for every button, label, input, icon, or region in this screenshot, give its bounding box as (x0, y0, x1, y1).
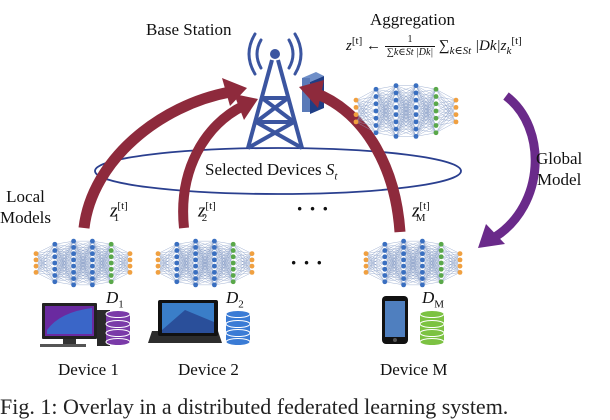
upload-arrow-device-1 (78, 86, 232, 229)
device-m-label: Device M (380, 360, 448, 379)
dataset-label-device-1: D1 (106, 288, 124, 310)
database-icon (225, 310, 251, 346)
tablet-icon (148, 300, 222, 343)
dataset-2-sub: 2 (238, 298, 244, 311)
aggregation-equation: z[t] ← 1 ∑k∈St |Dk| ∑k∈St |Dk|zk[t] (346, 34, 522, 59)
eq-sum-sub: k∈St (449, 44, 472, 57)
global-model-arrow (478, 92, 540, 248)
figure-caption: Fig. 1: Overlay in a distributed federat… (0, 394, 509, 419)
eq-arrow: ← (365, 37, 381, 54)
database-icon (105, 310, 131, 346)
dataset-1: D (106, 288, 119, 307)
dataset-label-device-m: DM (422, 288, 444, 310)
upload-var-m: z (412, 200, 420, 222)
upload-arrowhead-device-m (299, 80, 324, 108)
upload-var-device-1: z[t]1 (110, 200, 128, 225)
upload-var-2-sub: 2 (201, 212, 208, 225)
global-model-label: Global Model (536, 148, 582, 190)
upload-arrowhead-device-2 (234, 94, 258, 120)
local-models-label: Local Models (0, 186, 51, 228)
dataset-2: D (226, 288, 239, 307)
selected-devices-ellipse (94, 147, 462, 195)
eq-term-sup: [t] (511, 34, 522, 47)
local-model-network-device-m (363, 238, 463, 288)
eq-fraction: 1 ∑k∈St |Dk| (384, 34, 436, 59)
upload-var-2: z (198, 200, 206, 222)
upload-arrow-device-2 (178, 101, 246, 229)
local-models-label-line2: Models (0, 208, 51, 227)
base-station-label: Base Station (146, 20, 232, 39)
upload-arrowhead-device-1 (222, 78, 247, 106)
device-1-label: Device 1 (58, 360, 119, 379)
upload-var-2-sup: [t] (205, 200, 216, 212)
desktop-computer-icon (40, 303, 110, 347)
dataset-m-sub: M (434, 298, 445, 311)
upload-var-device-2: z[t]2 (198, 200, 216, 225)
eq-sum: ∑ (438, 37, 450, 54)
selected-devices-sub: t (334, 170, 338, 183)
selected-devices-label: Selected Devices St (205, 160, 337, 182)
dataset-1-sub: 1 (118, 298, 124, 311)
global-model-label-line1: Global (536, 149, 583, 168)
dataset-label-device-2: D2 (226, 288, 244, 310)
upload-var-device-m: z[t]M (412, 200, 430, 225)
global-model-network (353, 83, 459, 139)
base-station-tower-icon (246, 32, 304, 150)
global-model-label-line2: Model (536, 170, 582, 189)
ellipsis-top: · · · (296, 196, 330, 221)
upload-var-m-sub: M (415, 212, 426, 225)
eq-frac-num: 1 (384, 34, 436, 47)
dataset-m: D (422, 288, 435, 307)
eq-term-sub: k (506, 44, 512, 57)
local-model-network-device-1 (33, 238, 133, 288)
local-model-network-device-2 (155, 238, 255, 288)
upload-var-1: z (110, 200, 118, 222)
upload-arrow-device-m (312, 87, 406, 233)
upload-var-1-sup: [t] (117, 200, 128, 212)
upload-var-1-sub: 1 (113, 212, 120, 225)
selected-devices-symbol: S (325, 160, 335, 179)
aggregation-label: Aggregation (370, 10, 455, 29)
local-models-label-line1: Local (6, 187, 45, 206)
device-2-label: Device 2 (178, 360, 239, 379)
upload-var-m-sup: [t] (419, 200, 430, 212)
eq-lhs-sup: [t] (351, 34, 363, 47)
selected-devices-text: Selected Devices (205, 160, 322, 179)
eq-lhs: z (346, 37, 352, 54)
eq-term: |Dk|z (474, 37, 507, 54)
eq-frac-den: ∑k∈St |Dk| (386, 47, 434, 58)
upload-arrows (78, 78, 406, 233)
database-icon (419, 310, 445, 346)
smartphone-icon (382, 296, 408, 344)
ellipsis-middle: · · · (290, 250, 324, 275)
